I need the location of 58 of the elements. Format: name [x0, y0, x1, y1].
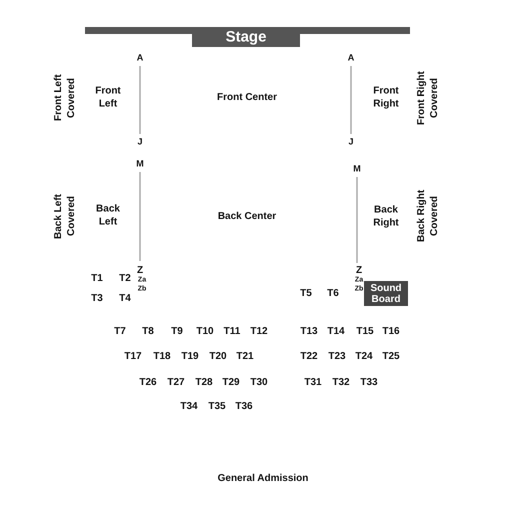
row-letter: Z	[136, 264, 144, 276]
table-number: T10	[196, 326, 214, 338]
table-number: T36	[235, 400, 253, 414]
section-name: Back Left	[95, 204, 121, 228]
table-number: T24	[355, 350, 373, 364]
section-name: Back Right	[372, 204, 400, 230]
table-number: T28	[195, 376, 213, 390]
area-name: General Admission	[218, 472, 308, 486]
table-number: T2	[119, 272, 131, 286]
table-number: T26	[139, 376, 157, 390]
row-letter: J	[138, 136, 142, 148]
section-name: Front Left Covered	[52, 73, 78, 124]
table-number: T17	[124, 350, 142, 364]
row-letter: Z	[356, 264, 362, 276]
table-number: T5	[300, 288, 312, 300]
table-number: T30	[250, 376, 268, 390]
table-number: T35	[208, 400, 226, 414]
table-number: T6	[327, 288, 339, 300]
stage	[85, 27, 410, 47]
table-number: T32	[332, 376, 350, 390]
table-number: T9	[171, 326, 183, 338]
table-number: T4	[119, 292, 131, 306]
table-number: T29	[222, 376, 240, 390]
section-name: Front Left	[94, 86, 122, 110]
table-number: T13	[300, 326, 318, 338]
section-name: Back Right Covered	[415, 188, 441, 244]
table-number: T27	[167, 376, 185, 390]
row-letter: A	[136, 52, 144, 64]
row-letter: A	[348, 52, 354, 64]
sound-board: Sound Board	[364, 281, 408, 306]
table-number: T15	[356, 326, 374, 338]
table-number: T21	[236, 350, 254, 364]
table-number: T31	[304, 376, 322, 390]
row-letter: M	[353, 163, 361, 175]
stage-label: Stage	[226, 28, 266, 46]
row-letter: M	[136, 158, 144, 170]
table-number: T12	[250, 326, 268, 338]
table-number: T18	[153, 350, 171, 364]
section-name: Front Right Covered	[415, 70, 441, 127]
section-name: Front Center	[217, 92, 277, 104]
section-name: Front Right	[372, 86, 400, 110]
table-number: T33	[360, 376, 378, 390]
table-number: T22	[300, 350, 318, 364]
table-number: T19	[181, 350, 199, 364]
table-number: T8	[142, 326, 154, 338]
table-number: T1	[91, 272, 103, 286]
section-name: Back Center	[218, 210, 276, 224]
table-number: T16	[382, 326, 400, 338]
table-number: T23	[328, 350, 346, 364]
table-number: T25	[382, 350, 400, 364]
table-number: T34	[180, 400, 198, 414]
section-name: Back Left Covered	[52, 192, 78, 241]
row-letter: J	[348, 136, 354, 148]
table-number: T7	[114, 326, 126, 338]
table-number: T20	[209, 350, 227, 364]
table-number: T11	[224, 326, 240, 338]
table-number: T3	[91, 292, 103, 306]
table-number: T14	[327, 326, 345, 338]
